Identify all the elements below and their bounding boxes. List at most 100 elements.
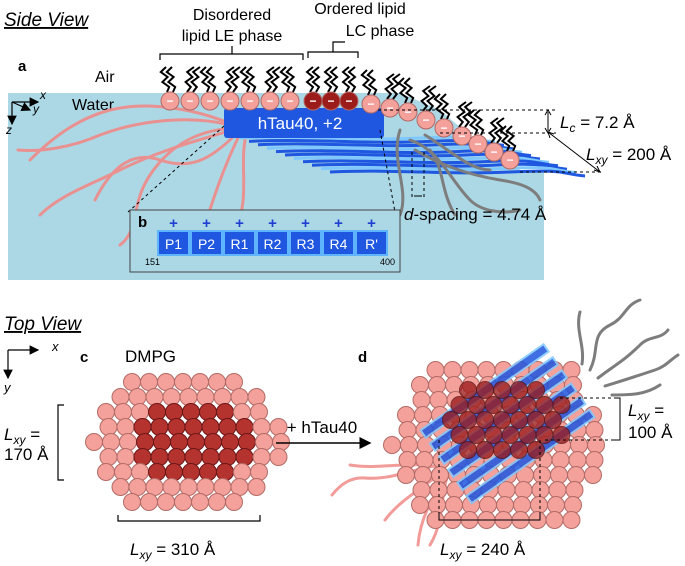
disordered-lipid [411,376,429,394]
lipid-molecule: − [220,66,241,111]
ordered-lipid [459,411,477,429]
ordered-lipid [450,426,469,444]
disordered-lipid [157,493,175,511]
beta-strand [329,169,586,178]
disordered-lipid [174,373,192,391]
domain-label: R3 [297,236,315,252]
ordered-lipid [510,411,528,429]
disordered-lipid [567,466,585,484]
beta-strand [302,159,559,168]
disordered-lipid [533,466,551,484]
ordered-lipid [182,463,200,481]
disordered-lipid [208,493,226,511]
disordered-lipid [398,451,417,469]
disordered-lipid [196,388,215,406]
lipid-molecule: − [380,73,401,118]
d-bottom-dimension [438,440,541,521]
side-view-panel: Side View a Air Water x y z Disordered l… [4,1,672,280]
disordered-lipid [551,451,570,469]
beta-strand [284,152,541,161]
disordered-lipid [250,403,268,421]
headgroup-charge: − [327,94,334,108]
ordered-lipid [510,441,528,459]
disordered-lipid [99,448,118,466]
protein-label: hTau40, +2 [258,114,343,133]
lipid-domain-c [85,373,290,511]
ordered-lipid [459,441,477,459]
ordered-lipid [476,411,494,429]
disordered-lipid [428,376,446,394]
ordered-lipid [153,433,171,451]
disordered-lipid [479,496,497,514]
ordered-lipid [535,426,554,444]
air-label: Air [95,69,115,86]
domain-label: P2 [198,236,215,252]
disordered-lipid [97,403,115,421]
disordered-lipid [415,451,434,469]
headgroup-charge: − [186,94,193,108]
headgroup-charge: − [226,94,233,108]
ordered-lipid [184,418,203,436]
disordered-lipid [383,436,401,454]
lipid-molecule: − [303,66,323,111]
disordered-lipid [179,388,198,406]
disordered-lipid [565,481,584,499]
disordered-lipid [445,496,463,514]
headgroup-charge: − [345,94,352,108]
disordered-lipid [431,466,449,484]
ordered-lipid [133,418,152,436]
c-left-lxy-label: Lxy = [4,425,40,447]
disordered-lipid [116,448,135,466]
panel-d-gray-tails [577,298,680,397]
disordered-lipid [585,451,604,469]
ordered-lipid [518,396,537,414]
ordered-lipid [235,448,254,466]
d-spacing-label: d-spacing = 4.74 Å [404,205,547,224]
ordered-lipid [518,426,537,444]
ordered-lipid [501,396,520,414]
domain-box-p1: P1+ [157,215,190,256]
disordered-lipid [514,481,533,499]
disordered-lipid [398,421,417,439]
side-axis-z: z [5,123,12,137]
ordered-lipid [442,411,460,429]
d-right-lxy-label: Lxy = [628,401,664,423]
panel-a-label: a [18,58,27,75]
disordered-lipid [191,493,209,511]
disordered-lipid [191,373,209,391]
disordered-lipid [443,361,462,379]
disordered-lipid [145,478,164,496]
panel-b-label: b [138,214,147,231]
disordered-lipid [252,418,271,436]
ordered-lipid [150,418,169,436]
ordered-lipid [476,441,494,459]
top-axes [3,345,40,380]
disordered-lipid [114,403,132,421]
panel-c-label: c [80,349,88,366]
ordered-lipid [201,448,220,466]
disordered-lipid [140,493,158,511]
side-axes [7,97,40,126]
positive-charge: + [367,215,376,232]
ordered-lipid [218,448,237,466]
headgroup-charge: − [309,94,316,108]
positive-charge: + [268,215,277,232]
disordered-lipid [414,406,432,424]
headgroup-charge: − [404,105,411,119]
headgroup-charge: − [206,94,213,108]
top-view-heading: Top View [4,314,82,335]
disordered-label-line2: lipid LE phase [182,28,283,45]
c-bottom-bracket [117,515,261,522]
ordered-lipid [535,396,554,414]
headgroup-charge: − [367,97,374,111]
lxy-side-label: Lxy = 200 Å [586,145,672,167]
disordered-lipid [99,418,118,436]
disordered-lipid [131,463,149,481]
ordered-lipid [493,381,511,399]
disordered-lipid [570,436,588,454]
ordered-bracket [307,41,359,58]
ordered-lipid [170,433,188,451]
headgroup-charge: − [474,137,481,151]
disordered-lipid [114,463,132,481]
